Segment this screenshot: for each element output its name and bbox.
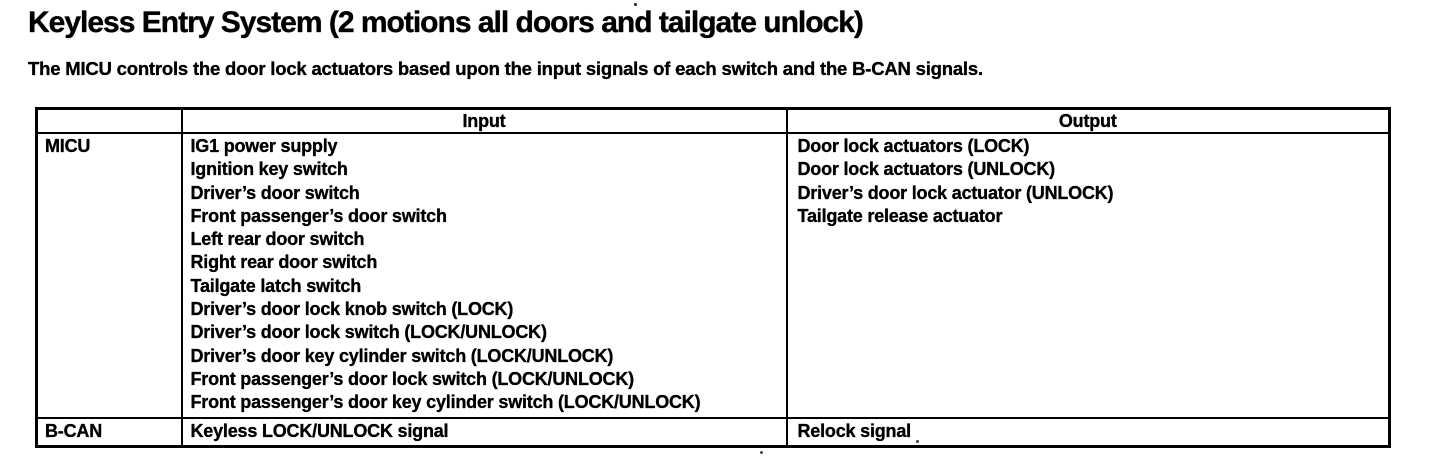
output-item: Door lock actuators (UNLOCK) (797, 159, 1055, 180)
input-item: Tailgate latch switch (190, 275, 362, 296)
input-item: Driver’s door key cylinder switch (LOCK/… (190, 345, 614, 366)
input-item: IG1 power supply (190, 136, 338, 156)
bcan-output-cell: Relock signal (785, 416, 1391, 448)
output-item: Driver’s door lock actuator (UNLOCK) (797, 182, 1114, 203)
source-label: MICU (45, 136, 91, 156)
scan-artifact-dot (634, 3, 637, 6)
table-row-micu: MICU IG1 power supply Ignition key switc… (35, 132, 1391, 419)
page-title: Keyless Entry System (2 motions all door… (28, 6, 864, 39)
source-cell-bcan: B-CAN (35, 416, 183, 448)
input-item: Keyless LOCK/UNLOCK signal (190, 420, 449, 441)
micu-input-cell: IG1 power supply Ignition key switch Dri… (180, 132, 788, 419)
scan-artifact-dot (916, 440, 919, 443)
header-input-cell: Input (180, 107, 788, 134)
input-item: Driver’s door lock knob switch (LOCK) (190, 299, 514, 320)
input-item: Front passenger’s door switch (190, 205, 447, 226)
bcan-input-cell: Keyless LOCK/UNLOCK signal (180, 416, 788, 448)
header-source-cell (35, 107, 183, 134)
scan-artifact-dot (760, 451, 763, 454)
source-cell-micu: MICU (35, 132, 183, 419)
io-signal-table: Input Output MICU IG1 power supply Ignit… (35, 107, 1391, 448)
input-item: Ignition key switch (190, 159, 348, 180)
table-row-bcan: B-CAN Keyless LOCK/UNLOCK signal Relock … (35, 416, 1391, 448)
table-header-row: Input Output (35, 107, 1391, 134)
input-item: Left rear door switch (190, 229, 365, 250)
micu-output-cell: Door lock actuators (LOCK) Door lock act… (785, 132, 1391, 419)
source-label: B-CAN (45, 420, 102, 441)
output-item: Door lock actuators (LOCK) (797, 136, 1030, 156)
output-item: Relock signal (797, 420, 911, 441)
input-item: Driver’s door switch (190, 182, 360, 203)
output-item: Tailgate release actuator (797, 205, 1003, 226)
header-output-cell: Output (785, 107, 1391, 134)
input-item: Front passenger’s door key cylinder swit… (190, 392, 701, 413)
page-description: The MICU controls the door lock actuator… (28, 58, 983, 79)
input-item: Driver’s door lock switch (LOCK/UNLOCK) (190, 322, 547, 343)
input-item: Front passenger’s door lock switch (LOCK… (190, 368, 634, 389)
input-item: Right rear door switch (190, 252, 378, 273)
